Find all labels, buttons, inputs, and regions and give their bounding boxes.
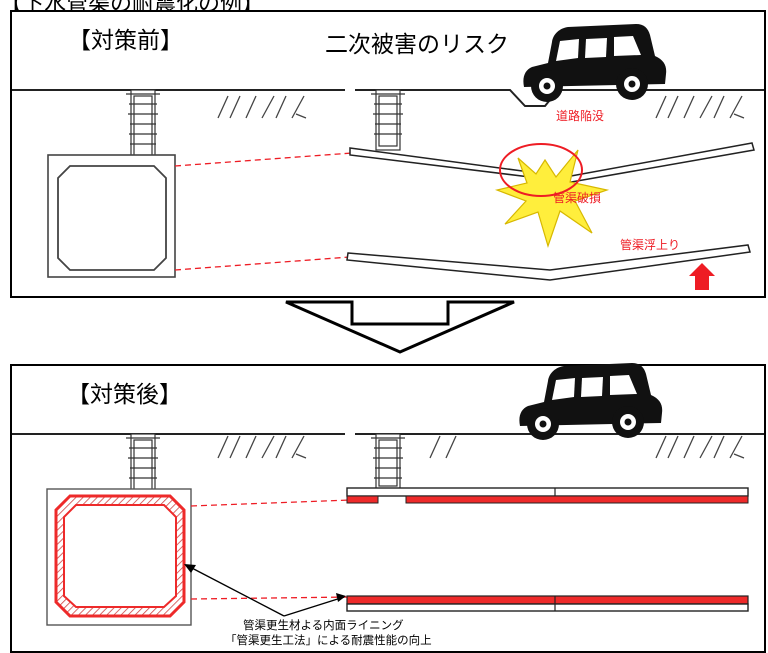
box-culvert-section — [47, 154, 176, 278]
car-icon — [523, 24, 667, 102]
guide-lines — [190, 499, 351, 600]
manhole-icon — [371, 89, 405, 151]
down-arrow-icon — [285, 300, 515, 354]
callout-arrowhead — [336, 593, 346, 602]
floating-pipe — [346, 244, 751, 281]
soil-hatch-icon — [217, 435, 745, 459]
burst-icon — [494, 149, 610, 248]
up-arrow-icon — [689, 263, 715, 290]
lining-note-1: 管渠更生材よる内面ライニング — [243, 618, 404, 632]
risk-title: 二次被害のリスク — [325, 32, 509, 58]
pipe-damage-label: 管渠破損 — [553, 190, 601, 205]
manhole-icon — [126, 89, 160, 161]
manhole-icon — [126, 433, 160, 495]
after-label: 【対策後】 — [67, 382, 182, 408]
callout-lines — [187, 565, 345, 617]
broken-pipe — [349, 142, 755, 185]
car-icon — [519, 363, 663, 440]
after-panel: 【対策後】 — [10, 363, 766, 653]
lined-pipe-upper — [346, 487, 749, 504]
lining-note-2: 「管渠更生工法」による耐震性能の向上 — [225, 633, 432, 647]
damage-circle — [499, 143, 583, 197]
lined-pipe-lower — [346, 595, 749, 612]
soil-hatch-icon — [217, 95, 745, 119]
callout-arrowhead — [184, 564, 196, 573]
lined-box-culvert — [46, 488, 192, 626]
pipe-floating-label: 管渠浮上り — [620, 237, 680, 252]
manhole-icon — [371, 433, 405, 491]
before-label: 【対策前】 — [68, 28, 183, 54]
before-panel: 【対策前】 二次被害のリスク — [10, 10, 766, 298]
road-subsidence-label: 道路陥没 — [556, 108, 604, 123]
